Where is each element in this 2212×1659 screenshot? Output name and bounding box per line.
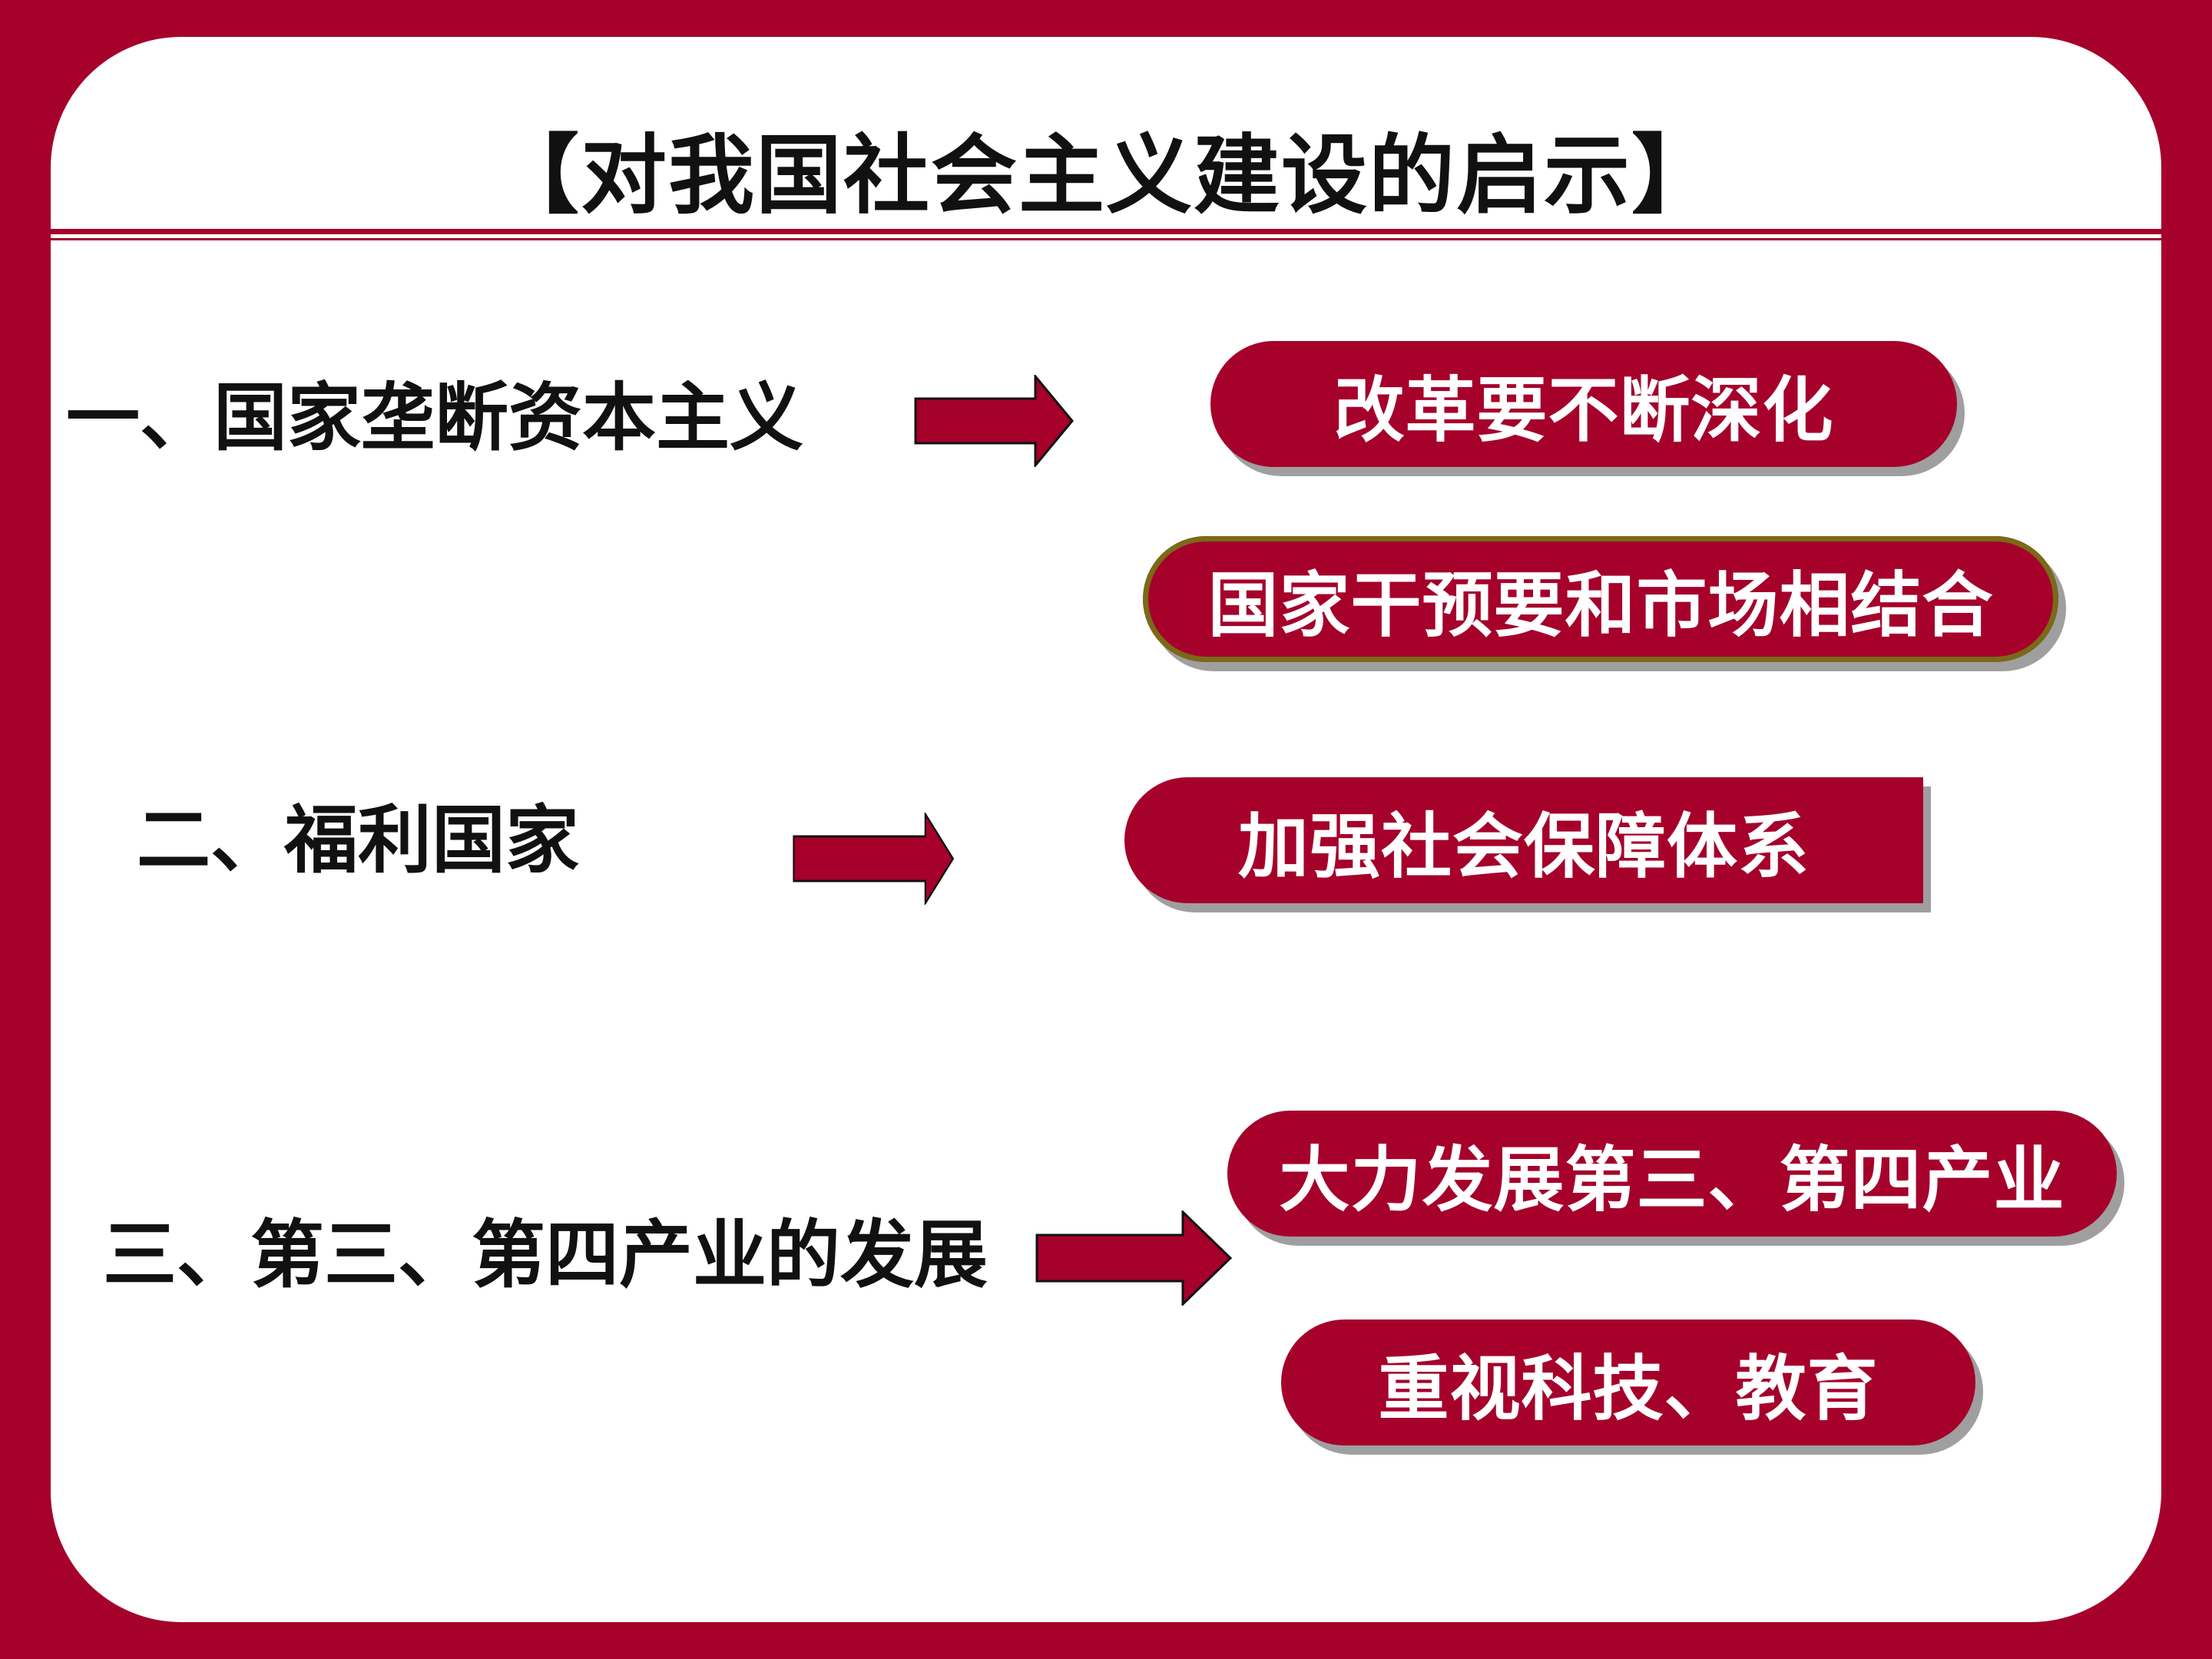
- lesson-pill: 改革要不断深化: [1210, 341, 1957, 467]
- slide-title: 【对我国社会主义建设的启示】: [493, 126, 1719, 226]
- lesson-pill: 重视科技、教育: [1281, 1320, 1975, 1445]
- title-divider-thin: [51, 238, 2161, 240]
- label-tertiary-quaternary-industry: 三、第三、第四产业的发展: [103, 1212, 988, 1298]
- title-divider: [51, 229, 2161, 234]
- lesson-pill: 大力发展第三、第四产业: [1227, 1111, 2117, 1237]
- lesson-pill: 加强社会保障体系: [1124, 777, 1923, 903]
- arrow-right-icon: [793, 813, 954, 905]
- label-welfare-state: 二、福利国家: [137, 797, 579, 883]
- label-state-monopoly-capitalism: 一、国家垄断资本主义: [66, 375, 803, 461]
- arrow-right-icon: [1035, 1210, 1233, 1306]
- arrow-right-icon: [914, 375, 1074, 467]
- lesson-pill: 国家干预要和市场相结合: [1143, 536, 2058, 662]
